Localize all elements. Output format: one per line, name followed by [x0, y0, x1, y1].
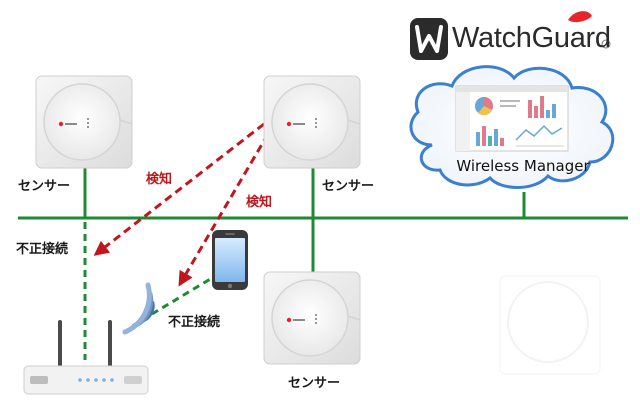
rogue-connection-label-2: 不正接続 — [168, 315, 221, 330]
detection-label-1: 検知 — [146, 172, 173, 187]
detection-arrow-1 — [93, 122, 265, 256]
detection-arrow-2 — [178, 133, 270, 287]
smartphone-device — [212, 230, 248, 290]
watchguard-logo-text: WatchGuard — [452, 22, 611, 54]
sensor-2-device — [263, 75, 361, 169]
rogue-router-device — [23, 320, 149, 395]
sensor-3-label: センサー — [288, 376, 341, 391]
sensor-1-label: センサー — [18, 179, 71, 194]
watchguard-logo-icon — [410, 11, 611, 60]
sensor-3-device — [263, 271, 361, 365]
sensor-2-label: センサー — [322, 179, 375, 194]
rogue-wireless-link — [151, 270, 223, 316]
wifi-waves-icon — [122, 282, 155, 335]
cloud-label: Wireless Manager — [456, 157, 590, 175]
dashboard-thumbnail — [455, 85, 569, 152]
detection-label-2: 検知 — [246, 195, 273, 210]
ghost-sensor-decoration — [499, 275, 601, 375]
sensor-1-device — [35, 75, 133, 169]
rogue-connection-label-1: 不正接続 — [16, 242, 69, 257]
